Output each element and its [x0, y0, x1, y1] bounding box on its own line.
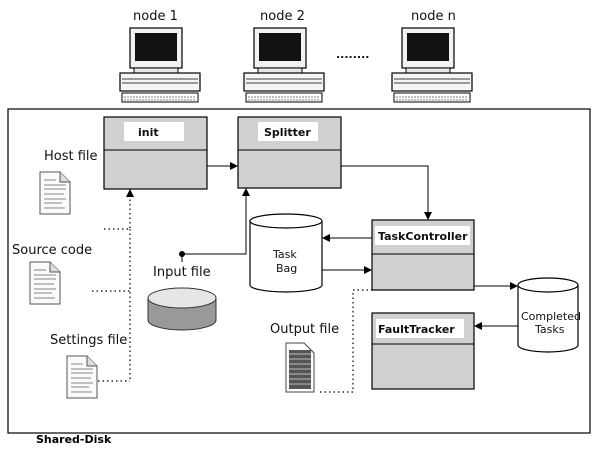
fault-tracker-label: FaultTracker: [378, 323, 455, 336]
output-file-label: Output file: [270, 322, 339, 337]
host-file-label: Host file: [44, 149, 98, 164]
node-2-computer-icon: [243, 27, 325, 103]
node-1-label: node 1: [133, 9, 178, 24]
node-n-label: node n: [411, 9, 456, 24]
nodes-ellipsis: ........: [336, 48, 369, 61]
task-controller-label: TaskController: [378, 230, 468, 243]
arrow-splitter-to-task-controller: [341, 165, 432, 220]
fault-tracker-box: FaultTracker: [371, 312, 475, 390]
init-label: init: [138, 126, 159, 139]
input-file-label: Input file: [153, 265, 211, 280]
dotted-output-file-connector: [320, 290, 354, 393]
shared-disk-label: Shared-Disk: [36, 433, 112, 446]
output-file-document-icon: [285, 342, 315, 393]
task-bag-cylinder: Task Bag: [249, 213, 323, 293]
settings-file-label: Settings file: [50, 333, 127, 348]
node-2-label: node 2: [260, 9, 305, 24]
input-file-connector-dot: [179, 251, 185, 257]
host-file-document-icon: [39, 171, 71, 215]
task-controller-box: TaskController: [371, 219, 475, 291]
input-file-disk-icon: [147, 287, 217, 331]
node-1-computer-icon: [119, 27, 201, 103]
arrow-input-file-to-splitter: [182, 188, 250, 255]
task-bag-label-2: Bag: [276, 262, 297, 275]
splitter-box: Splitter: [237, 116, 342, 189]
splitter-label: Splitter: [264, 126, 311, 139]
dotted-host-file-to-init: [104, 189, 134, 230]
task-bag-label-1: Task: [272, 248, 297, 261]
completed-tasks-label-2: Tasks: [534, 323, 565, 336]
source-code-document-icon: [29, 261, 61, 305]
completed-tasks-label-1: Completed: [521, 310, 581, 323]
shared-disk-frame: [7, 108, 591, 434]
completed-tasks-cylinder: Completed Tasks: [517, 277, 581, 353]
node-n-computer-icon: [391, 27, 473, 103]
init-box: init: [103, 116, 208, 190]
settings-file-document-icon: [66, 355, 98, 399]
source-code-label: Source code: [12, 243, 92, 258]
